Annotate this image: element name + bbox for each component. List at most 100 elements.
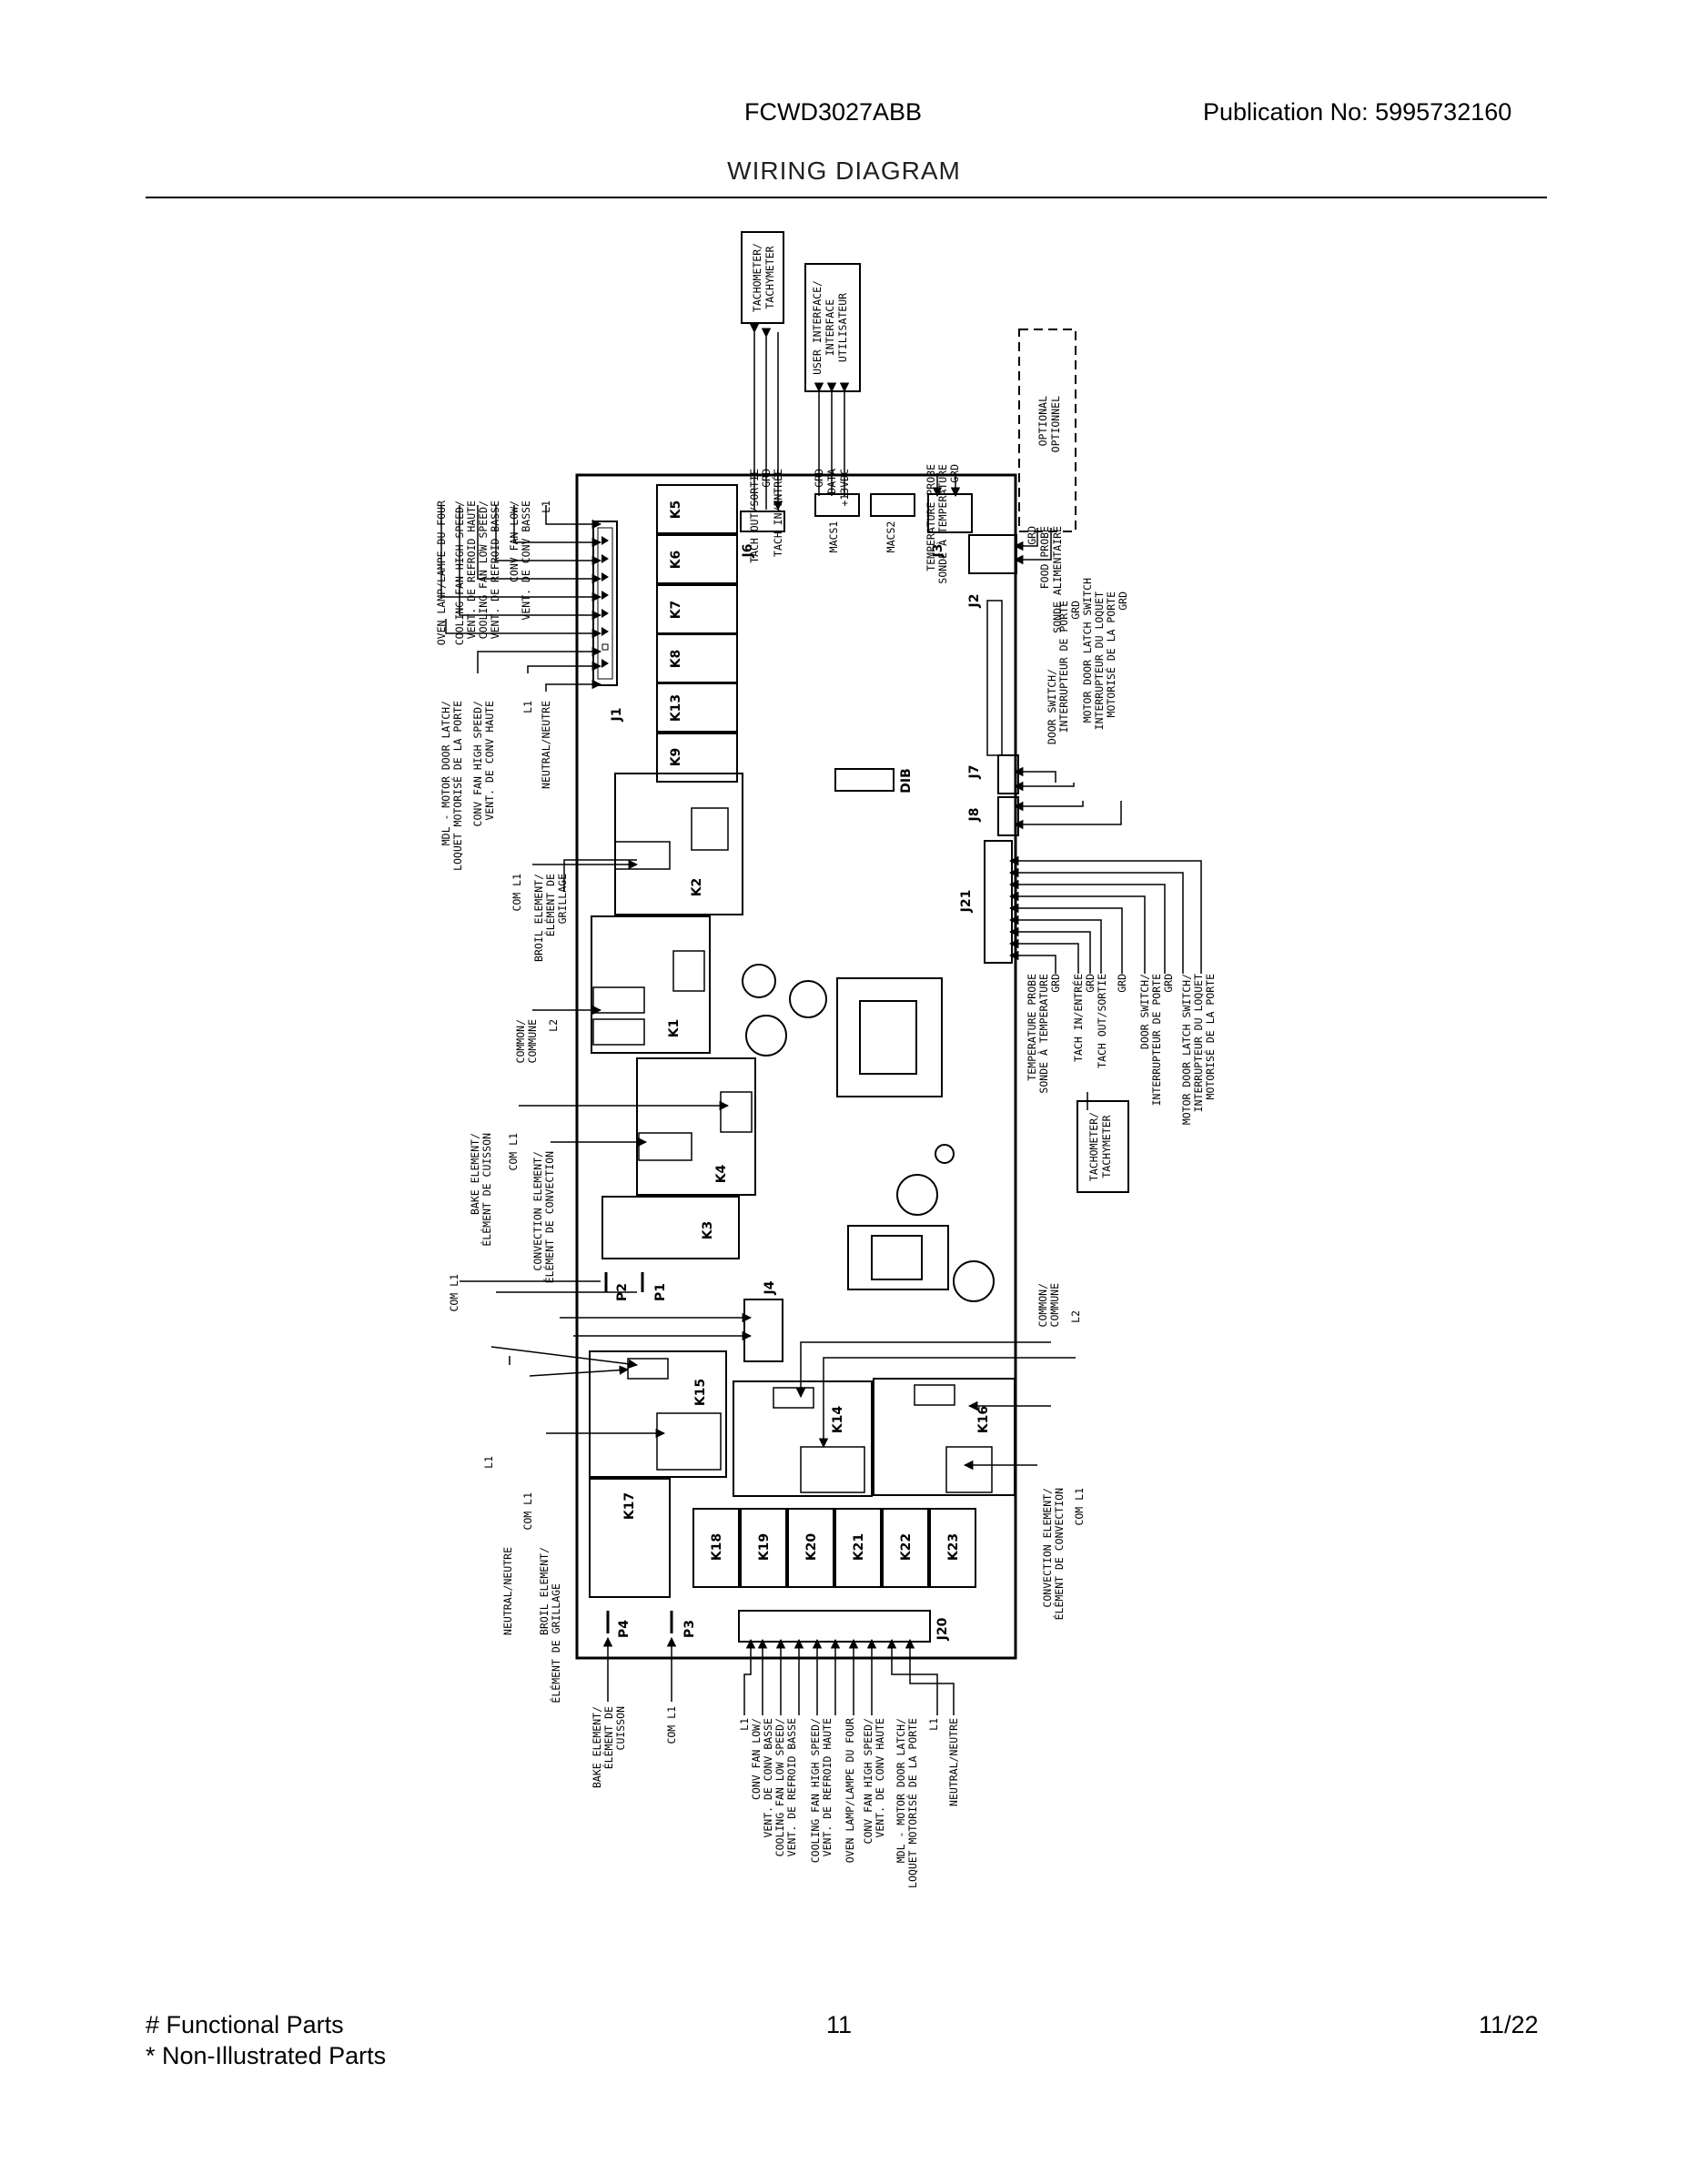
lbl-k15-broil-fr: ÉLÉMENT DE GRILLAGE [549, 1583, 562, 1704]
relay-k18: K18 [710, 1533, 724, 1561]
lbl-k4-conv: CONVECTION ELEMENT/ [531, 1151, 544, 1271]
label-j3: J3 [931, 544, 945, 559]
lbl-p3-com: COM L1 [665, 1706, 678, 1744]
label-dib: DIB [899, 768, 914, 794]
tach-box-line2: TACHYMETER [763, 246, 776, 308]
relay-k22: K22 [899, 1533, 914, 1561]
connector-j20 [738, 1610, 931, 1643]
lbl-j1-mdl: MDL - MOTOR DOOR LATCH/ [440, 701, 452, 845]
lbl-food-sonde: SONDE ALIMENTAIRE [1051, 526, 1064, 633]
header-rule [146, 197, 1547, 198]
relay-k16-body [589, 1478, 671, 1598]
footer-non-illustrated: * Non-Illustrated Parts [146, 2042, 387, 2069]
relay-k2: K2 [690, 878, 704, 897]
lbl-j21-mdl: MOTOR DOOR LATCH SWITCH/ [1180, 974, 1193, 1125]
lbl-k2-com: COM L1 [510, 874, 523, 912]
lbl-k17-conv-fr: ÉLÉMENT DE CONVECTION [1052, 1488, 1066, 1620]
optional-box [1018, 329, 1076, 532]
label-j20: J20 [935, 1617, 950, 1641]
relay-k23: K23 [946, 1533, 961, 1561]
connector-j4 [743, 1299, 783, 1362]
lbl-k17-com: COM L1 [1073, 1488, 1086, 1526]
lbl-k15-broil: BROIL ELEMENT/ [538, 1547, 551, 1635]
relay-k16: K17 [622, 1492, 637, 1520]
relay-block-bottom [692, 1508, 976, 1588]
lbl-k2-broil-fr2: GRILLAGE [556, 874, 569, 924]
lbl-k4-bake: BAKE ELEMENT/ [469, 1133, 481, 1215]
label-j7: J7 [967, 765, 982, 780]
label-j4: J4 [763, 1280, 777, 1295]
lbl-tach-out: TACH OUT/SORTIE [748, 469, 761, 563]
pin-strip [986, 600, 1003, 756]
lbl-k1-common: COMMON/ [514, 1019, 527, 1064]
lbl-tach-grd: GRD [760, 469, 773, 488]
model-number: FCWD3027ABB [744, 98, 923, 126]
lbl-j7-door-fr: INTERRUPTEUR DE PORTE [1057, 601, 1070, 733]
relay-k1-body [591, 915, 711, 1054]
connector-j2 [968, 534, 1017, 574]
relay-k9: K9 [669, 748, 683, 767]
page-title: WIRING DIAGRAM [727, 157, 961, 185]
lbl-k1-l2: L2 [547, 1019, 560, 1032]
relay-k3-body [601, 1196, 740, 1259]
lbl-k2-broil-fr1: ÉLÉMENT DE [543, 874, 557, 936]
lbl-p-com: COM L1 [448, 1274, 460, 1312]
lbl-j20-conv-low: CONV FAN LOW/ [750, 1718, 763, 1800]
label-p1: P1 [653, 1283, 668, 1301]
lbl-j21-grd4: GRD [1162, 974, 1175, 993]
lbl-p4-bake-fr1: ÉLÉMENT DE [601, 1706, 615, 1769]
label-j2: J2 [967, 594, 982, 609]
relay-k19: K19 [757, 1533, 772, 1561]
relay-k13: K13 [669, 694, 683, 722]
label-j1: J1 [610, 708, 624, 723]
lbl-j20-l1b: L1 [927, 1718, 940, 1731]
lbl-j21-temp-fr: SONDE À TEMPERATURE [1036, 974, 1050, 1094]
lbl-k15-l1: L1 [482, 1456, 495, 1469]
lbl-j1-conv-low: CONV FAN LOW/ [508, 500, 521, 582]
tachometer-box-right [1076, 1100, 1129, 1193]
lbl-j1-conv-low-fr: VENT. DE CONV BASSE [520, 500, 532, 621]
lbl-j20-conv-high-fr: VENT. DE CONV HAUTE [874, 1718, 886, 1838]
lbl-j7-mdl: MOTOR DOOR LATCH SWITCH [1081, 578, 1094, 723]
lbl-p4-bake-fr2: CUISSON [614, 1706, 627, 1751]
tachometer-box-top [741, 231, 784, 324]
lbl-k15-com: COM L1 [521, 1492, 534, 1531]
label-p3: P3 [682, 1620, 697, 1638]
lbl-j20-cool-high-fr: VENT. DE REFROID HAUTE [821, 1718, 834, 1856]
label-macs2: MACS2 [884, 521, 897, 553]
lbl-ui-data: DATA [825, 469, 838, 494]
lbl-k2-broil: BROIL ELEMENT/ [532, 874, 545, 962]
lbl-j7-grd: GRD [1069, 601, 1082, 620]
relay-k17: K16 [976, 1406, 991, 1433]
lbl-right-l2: L2 [1069, 1310, 1082, 1323]
label-j8: J8 [967, 808, 982, 823]
board-components [742, 964, 995, 1302]
lbl-optionnel: OPTIONNEL [1049, 396, 1062, 452]
footer-functional-parts: # Functional Parts [146, 2011, 344, 2038]
tach-box2-line1: TACHOMETER/ [1087, 1112, 1100, 1181]
relay-k2-body [614, 773, 743, 915]
relay-k4-body [636, 1057, 756, 1196]
lbl-k4-conv-fr: ÉLÉMENT DE CONVECTION [542, 1151, 556, 1283]
lbl-j1-cool-low: COOLING FAN LOW SPEED/ [477, 500, 490, 639]
lbl-j1-l1b: L1 [521, 701, 534, 713]
lbl-food-grd: GRD [1026, 526, 1038, 545]
lbl-ui-grd: GRD [813, 469, 825, 488]
lbl-k17-conv: CONVECTION ELEMENT/ [1041, 1488, 1054, 1608]
control-board [575, 473, 1017, 1660]
label-p4: P4 [617, 1620, 632, 1638]
connector-macs1 [814, 493, 860, 517]
relay-k15-body [589, 1350, 727, 1478]
ui-box-line2: INTERFACE [824, 299, 836, 356]
relay-k17-body [873, 1378, 1016, 1496]
lbl-j20-mdl-fr: LOQUET MOTORISÉ DE LA PORTE [905, 1718, 919, 1888]
lbl-j1-conv-high: CONV FAN HIGH SPEED/ [471, 701, 484, 827]
footer-date: 11/22 [1479, 2011, 1539, 2038]
relay-k5: K5 [669, 500, 683, 520]
relay-k15: K15 [693, 1379, 708, 1406]
wires [440, 323, 1202, 1715]
lbl-j20-neutral: NEUTRAL/NEUTRE [947, 1718, 960, 1806]
lbl-k4-bake-fr: ÉLÉMENT DE CUISSON [480, 1133, 493, 1247]
connector-j3 [927, 493, 973, 533]
relay-k3: K3 [701, 1221, 715, 1240]
